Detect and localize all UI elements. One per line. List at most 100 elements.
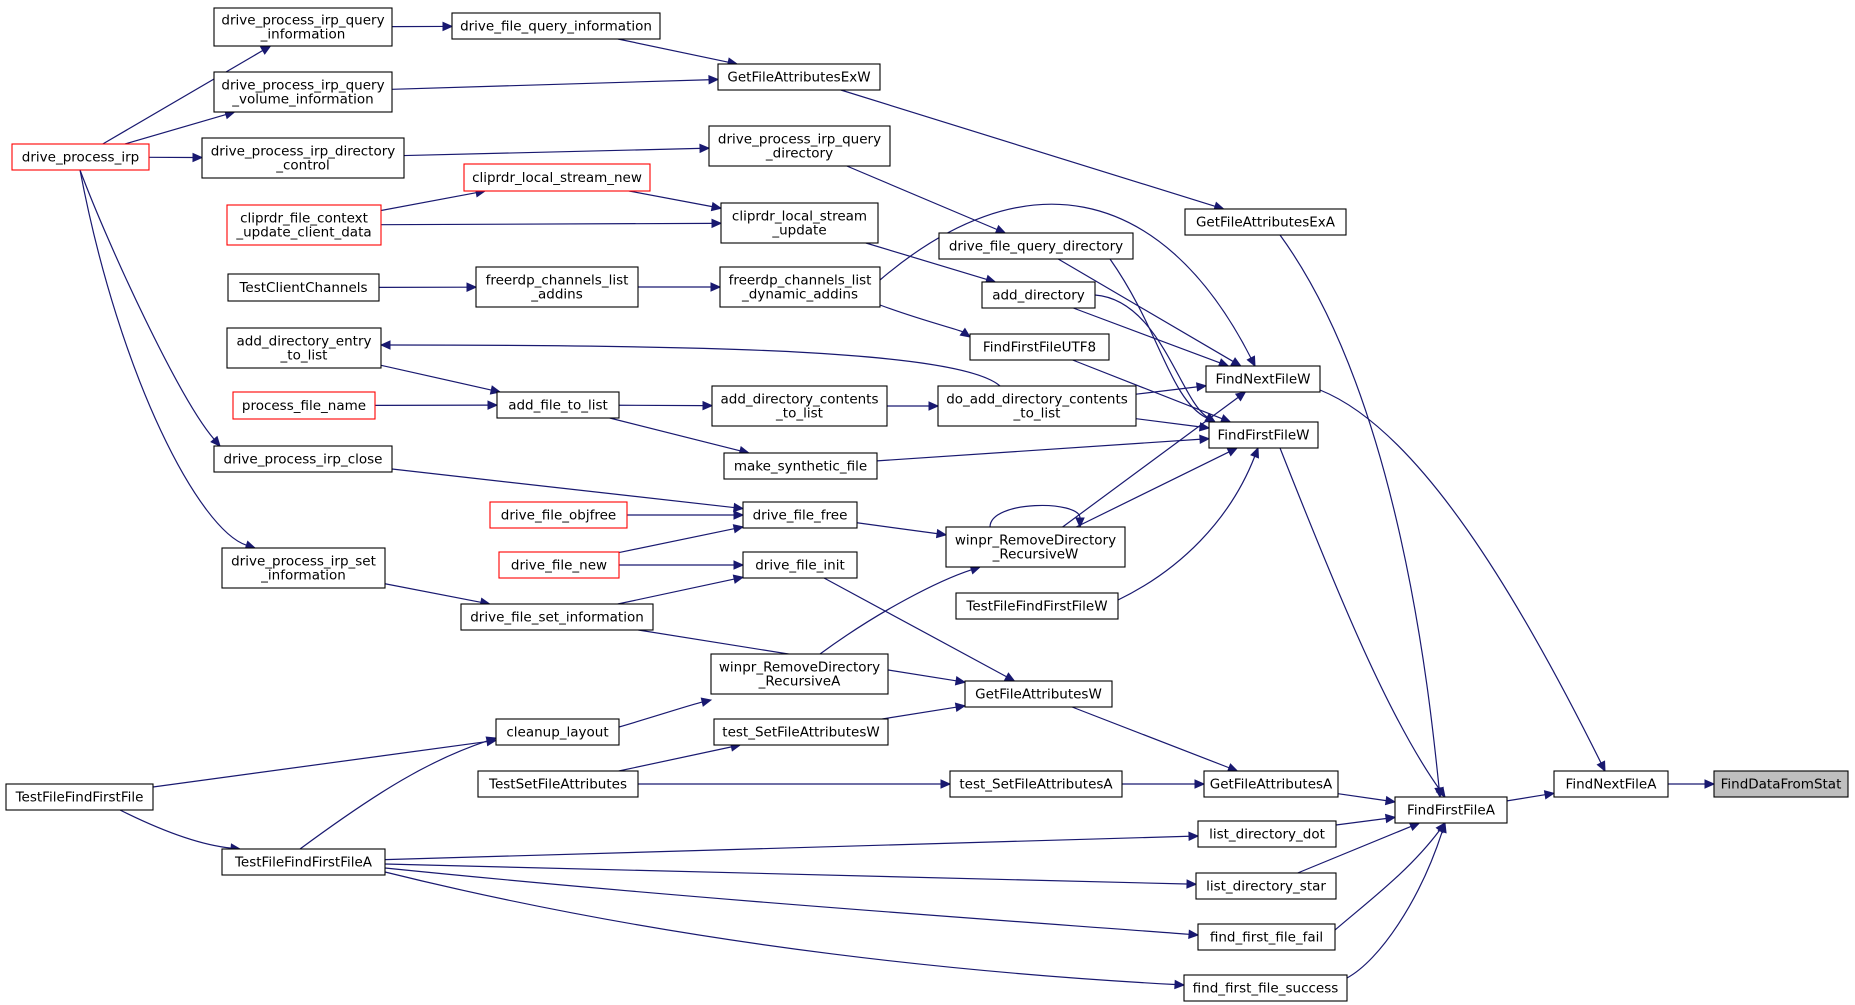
node-testclientchannels[interactable]: TestClientChannels: [227, 273, 380, 302]
edge-adetl-to-aftl: [380, 364, 502, 395]
node-label: drive_file_set_information: [470, 610, 644, 626]
node-finddatafromstat[interactable]: FindDataFromStat: [1713, 770, 1849, 798]
edge-fclda-to-fffu: [879, 304, 972, 338]
node-freerdp-channels-list-dynamic-addins[interactable]: freerdp_channels_list_dynamic_addins: [719, 266, 881, 308]
node-label: _update: [771, 223, 826, 239]
node-box: [949, 770, 1123, 798]
node-box: [719, 266, 881, 308]
node-label: GetFileAttributesExA: [1196, 215, 1336, 231]
node-drive-process-irp-query-information[interactable]: drive_process_irp_query_information: [213, 7, 393, 47]
edge-dpi-to-dpidc: [148, 152, 204, 163]
edge-dfo-to-dff: [627, 510, 745, 520]
node-do-add-directory-contents-to-list[interactable]: do_add_directory_contents_to_list: [937, 385, 1137, 427]
edge-tsfaw-to-gfaw: [882, 702, 967, 720]
node-label: process_file_name: [242, 398, 366, 414]
node-box: [720, 202, 879, 244]
edge-tfffa-to-cl: [299, 736, 498, 850]
node-test-setfileattributesw[interactable]: test_SetFileAttributesW: [713, 718, 889, 746]
node-label: GetFileAttributesW: [975, 687, 1102, 703]
node-box: [226, 327, 382, 369]
node-list-directory-star[interactable]: list_directory_star: [1195, 872, 1337, 900]
edge-ffff-to-fffa: [1334, 822, 1446, 931]
node-testfilefindfirstfilew[interactable]: TestFileFindFirstFileW: [955, 592, 1119, 620]
node-getfileattributesa[interactable]: GetFileAttributesA: [1203, 770, 1339, 798]
edge-wrdrw-to-fnfw: [1062, 391, 1247, 528]
node-box: [1195, 872, 1337, 900]
node-label: FindFirstFileUTF8: [983, 340, 1096, 356]
edge-dadctl-to-adetl: [379, 340, 1001, 387]
node-list-directory-dot[interactable]: list_directory_dot: [1197, 820, 1337, 848]
node-findfirstfilew[interactable]: FindFirstFileW: [1208, 421, 1319, 449]
node-cliprdr-file-context-update-client-data[interactable]: cliprdr_file_context_update_client_data: [226, 204, 382, 246]
node-box: [742, 551, 858, 579]
node-findnextfilea[interactable]: FindNextFileA: [1553, 770, 1669, 798]
node-label: drive_process_irp_query: [221, 13, 384, 29]
node-drive-process-irp-query-directory[interactable]: drive_process_irp_query_directory: [708, 125, 891, 167]
node-cleanup-layout[interactable]: cleanup_layout: [495, 718, 620, 746]
node-label: add_directory: [992, 288, 1085, 304]
node-drive-process-irp-set-information[interactable]: drive_process_irp_set_information: [221, 547, 386, 589]
node-drive-file-query-directory[interactable]: drive_file_query_directory: [938, 232, 1134, 260]
edge-tfffw-to-fffw: [1117, 446, 1260, 601]
node-winpr-removedirectory-recursivea[interactable]: winpr_RemoveDirectory_RecursiveA: [710, 653, 889, 695]
node-drive-file-query-information[interactable]: drive_file_query_information: [451, 12, 661, 40]
node-testfilefindfirstfile[interactable]: TestFileFindFirstFile: [5, 783, 154, 811]
node-cliprdr-local-stream-update[interactable]: cliprdr_local_stream_update: [720, 202, 879, 244]
node-winpr-removedirectory-recursivew[interactable]: winpr_RemoveDirectory_RecursiveW: [945, 526, 1126, 568]
node-drive-file-new[interactable]: drive_file_new: [498, 551, 620, 579]
node-drive-file-init[interactable]: drive_file_init: [742, 551, 858, 579]
node-label: test_SetFileAttributesA: [959, 777, 1113, 793]
node-box: [213, 445, 393, 473]
node-add-directory-entry-to-list[interactable]: add_directory_entry_to_list: [226, 327, 382, 369]
node-testsetfileattributes[interactable]: TestSetFileAttributes: [477, 770, 639, 798]
node-box: [969, 333, 1110, 361]
edge-fnfw-to-fnfa: [1319, 389, 1606, 773]
edge-aftl-to-adctl: [618, 400, 714, 411]
node-freerdp-channels-list-addins[interactable]: freerdp_channels_list_addins: [475, 266, 639, 308]
node-label: drive_file_query_directory: [949, 239, 1123, 255]
edge-dpic-to-dff: [391, 468, 745, 513]
node-add-file-to-list[interactable]: add_file_to_list: [496, 391, 620, 419]
node-box: [5, 783, 154, 811]
node-box: [460, 603, 654, 631]
node-label: _addins: [530, 287, 583, 303]
node-box: [495, 718, 620, 746]
edge-dfn-to-dff: [618, 524, 745, 554]
node-add-directory[interactable]: add_directory: [981, 281, 1096, 309]
node-add-directory-contents-to-list[interactable]: add_directory_contents_to_list: [711, 385, 888, 427]
node-make-synthetic-file[interactable]: make_synthetic_file: [723, 452, 878, 480]
node-label: drive_file_objfree: [501, 508, 616, 524]
node-label: drive_process_irp_set: [231, 554, 376, 570]
node-drive-file-free[interactable]: drive_file_free: [742, 501, 858, 529]
node-label: cliprdr_local_stream: [732, 209, 867, 225]
node-drive-process-irp-close[interactable]: drive_process_irp_close: [213, 445, 393, 473]
node-label: add_directory_entry: [237, 334, 372, 350]
node-findfirstfilea[interactable]: FindFirstFileA: [1394, 796, 1508, 824]
node-process-file-name[interactable]: process_file_name: [232, 391, 376, 420]
node-getfileattributesw[interactable]: GetFileAttributesW: [964, 680, 1113, 708]
node-label: FindNextFileA: [1566, 777, 1658, 793]
node-getfileattributesexa[interactable]: GetFileAttributesExA: [1184, 208, 1347, 236]
edge-dfn-to-dfinit: [619, 560, 745, 570]
node-findnextfilew[interactable]: FindNextFileW: [1205, 365, 1321, 393]
node-label: TestFileFindFirstFile: [15, 790, 144, 806]
node-label: _information: [260, 27, 346, 43]
node-test-setfileattributesa[interactable]: test_SetFileAttributesA: [949, 770, 1123, 798]
node-box: [201, 137, 405, 179]
edge-fclda-to-fnfw: [879, 203, 1256, 368]
node-cliprdr-local-stream-new[interactable]: cliprdr_local_stream_new: [463, 163, 651, 192]
node-drive-process-irp-query-volume-information[interactable]: drive_process_irp_query_volume_informati…: [213, 71, 393, 113]
node-getfileattributesexw[interactable]: GetFileAttributesExW: [717, 63, 881, 91]
node-find-first-file-success[interactable]: find_first_file_success: [1183, 974, 1348, 1002]
node-find-first-file-fail[interactable]: find_first_file_fail: [1197, 923, 1336, 951]
node-drive-file-set-information[interactable]: drive_file_set_information: [460, 603, 654, 631]
node-box: [226, 204, 382, 246]
node-findfirstfileutf8[interactable]: FindFirstFileUTF8: [969, 333, 1110, 361]
node-drive-process-irp[interactable]: drive_process_irp: [11, 143, 150, 171]
node-drive-file-objfree[interactable]: drive_file_objfree: [489, 501, 628, 529]
node-testfilefindfirstfilea[interactable]: TestFileFindFirstFileA: [221, 848, 386, 876]
edge-fffs-to-fffa: [1346, 821, 1447, 979]
edge-gfaexw-to-gfaexa: [840, 89, 1225, 211]
node-drive-process-irp-directory-control[interactable]: drive_process_irp_directory_control: [201, 137, 405, 179]
node-box: [1197, 923, 1336, 951]
